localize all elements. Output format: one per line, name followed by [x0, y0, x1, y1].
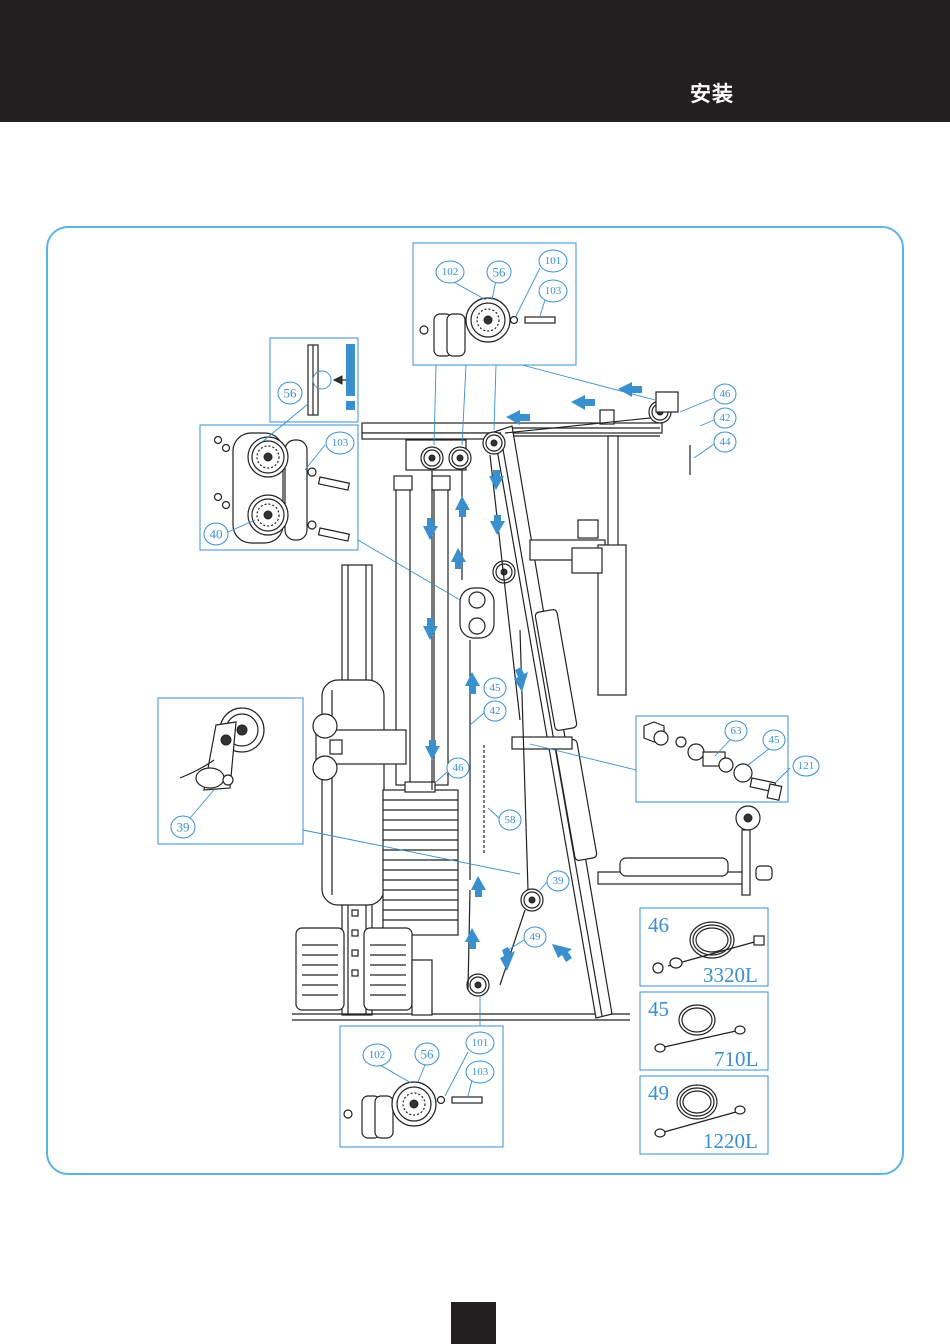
part-callout-label: 102	[442, 266, 459, 278]
cable-length: 3320L	[703, 963, 758, 987]
cable-46-box: 46 3320L	[640, 908, 768, 987]
part-callout-label: 101	[545, 255, 562, 267]
part-callout-label: 103	[545, 285, 562, 297]
cable-45-box: 45 710L	[640, 992, 768, 1071]
part-callout-label: 44	[720, 436, 732, 448]
cable-part-number: 49	[648, 1081, 669, 1105]
part-callout-label: 45	[769, 734, 781, 746]
part-callout-label: 56	[493, 265, 507, 280]
page-number-tab	[451, 1302, 496, 1344]
cable-length: 1220L	[703, 1129, 758, 1153]
cable-part-number: 45	[648, 997, 669, 1021]
cable-part-number: 46	[648, 913, 669, 937]
part-callout-label: 42	[490, 705, 501, 717]
part-callout-label: 45	[490, 682, 502, 694]
cable-49-box: 49 1220L	[640, 1076, 768, 1154]
part-callout-label: 56	[284, 386, 298, 401]
part-callout-label: 121	[798, 760, 815, 772]
part-callout-label: 49	[530, 931, 542, 943]
part-callout-label: 39	[177, 820, 190, 835]
part-callout-label: 46	[720, 388, 732, 400]
groove-warning-inset	[270, 338, 358, 422]
part-callout-label: 63	[731, 725, 743, 737]
part-callout-label: 56	[421, 1047, 435, 1062]
cable-length: 710L	[714, 1047, 758, 1071]
part-callout-label: 101	[472, 1037, 489, 1049]
part-callout-label: 103	[332, 437, 349, 449]
part-callout-label: 39	[553, 875, 565, 887]
part-callout-label: 102	[369, 1049, 386, 1061]
part-callout-label: 46	[453, 762, 465, 774]
weight-stack	[383, 782, 458, 935]
part-callout-label: 103	[472, 1066, 489, 1078]
part-callout-label: 42	[720, 412, 731, 424]
part-callout-label: 40	[210, 527, 223, 542]
part-callout-label: 58	[505, 814, 517, 826]
